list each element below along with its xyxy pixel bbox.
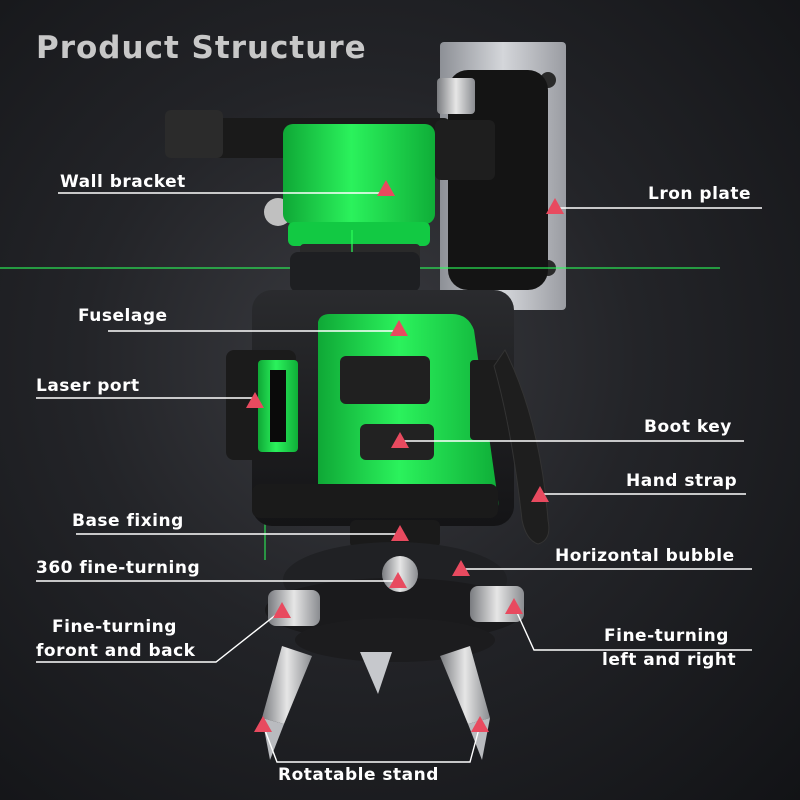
label-fine-turning-fb-1: Fine-turning: [52, 617, 177, 637]
marker-fb: [273, 602, 291, 618]
marker-stand-right: [471, 716, 489, 732]
marker-hand-strap: [531, 486, 549, 502]
marker-360: [389, 572, 407, 588]
label-hand-strap: Hand strap: [626, 471, 738, 491]
wall-bracket-graphic: [165, 78, 495, 260]
label-base-fixing: Base fixing: [72, 511, 184, 531]
base-graphic: [265, 520, 525, 662]
label-laser-port: Laser port: [36, 376, 140, 396]
label-iron-plate: Lron plate: [648, 184, 752, 204]
label-360-fine-turning: 360 fine-turning: [36, 558, 201, 578]
label-rotatable-stand: Rotatable stand: [278, 765, 439, 785]
label-fine-turning-fb-2: foront and back: [36, 641, 196, 661]
marker-boot-key: [391, 432, 409, 448]
marker-laser-port: [246, 392, 264, 408]
label-fine-turning-lr-2: left and right: [602, 650, 737, 670]
label-fine-turning-lr-1: Fine-turning: [604, 626, 729, 646]
marker-lr: [505, 598, 523, 614]
callout-markers: [246, 180, 564, 732]
marker-bubble: [452, 560, 470, 576]
label-horizontal-bubble: Horizontal bubble: [555, 546, 735, 566]
marker-fuselage: [390, 320, 408, 336]
marker-iron-plate: [546, 198, 564, 214]
fuselage-graphic: [226, 252, 514, 526]
label-wall-bracket: Wall bracket: [60, 172, 186, 192]
label-fuselage: Fuselage: [78, 306, 168, 326]
stand-graphic: [262, 646, 490, 760]
label-boot-key: Boot key: [644, 417, 732, 437]
leader-lines: [36, 192, 762, 763]
marker-base-fixing: [391, 525, 409, 541]
marker-stand-left: [254, 716, 272, 732]
page-title: Product Structure: [36, 30, 367, 66]
marker-wall-bracket: [377, 180, 395, 196]
